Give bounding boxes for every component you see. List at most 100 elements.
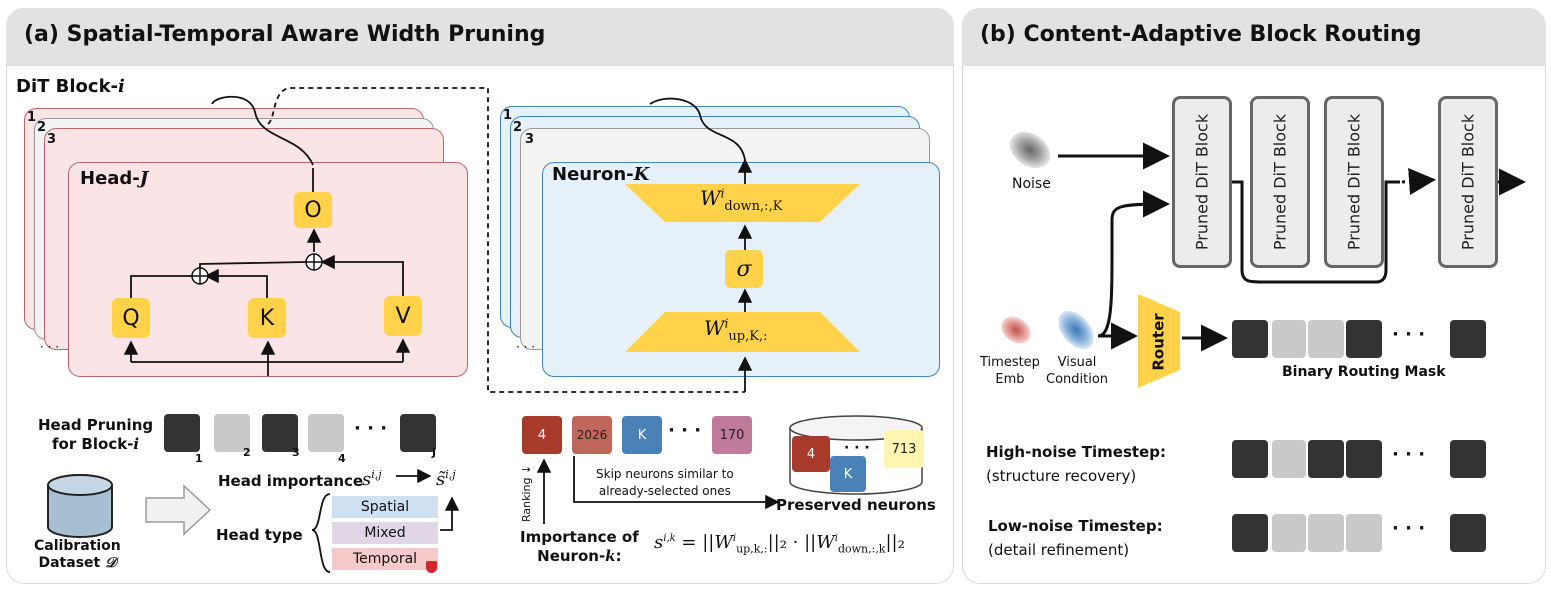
w-down-trapezoid xyxy=(625,184,860,222)
head-number-3: 3 xyxy=(292,446,300,459)
low-noise-line1: Low-noise Timestep: xyxy=(988,517,1163,535)
dit-block-label: DiT Block-i xyxy=(16,76,125,97)
visual-condition-blob xyxy=(1058,310,1094,350)
noise-blob xyxy=(1009,131,1051,169)
routing-mask-cell-4 xyxy=(1346,320,1382,358)
neuron-stack-number-1: 1 xyxy=(503,108,513,123)
preserved-neuron-2-value: K xyxy=(843,466,853,482)
calibration-line2: Dataset 𝒟 xyxy=(34,555,121,572)
high-noise-line2: (structure recovery) xyxy=(986,467,1137,485)
stack-number-2: 2 xyxy=(37,120,47,135)
low-noise-cell-5 xyxy=(1450,514,1486,552)
neuron-stack-ellipsis: · · · xyxy=(516,340,536,354)
v-projection-box: V xyxy=(384,296,422,336)
pruned-dit-block-2: Pruned DiT Block xyxy=(1250,96,1310,268)
calibration-symbol: 𝒟 xyxy=(105,555,117,571)
formula-end: ||₂ xyxy=(885,532,905,553)
panel-b-title: (b) Content-Adaptive Block Routing xyxy=(980,22,1422,47)
low-noise-cell-3 xyxy=(1308,514,1344,552)
temporal-shield-icon xyxy=(426,561,437,573)
high-noise-cell-5 xyxy=(1450,440,1486,478)
routing-mask-cell-1 xyxy=(1232,320,1268,358)
high-noise-cell-1 xyxy=(1232,440,1268,478)
head-importance-tilde-symbol: s̃i,j xyxy=(436,468,456,490)
skip-neurons-note: Skip neurons similar to already-selected… xyxy=(596,466,734,500)
head-pruning-index: i xyxy=(133,435,140,453)
panel-b-header: (b) Content-Adaptive Block Routing xyxy=(962,8,1546,66)
neuron-stack-number-2: 2 xyxy=(513,120,523,135)
formula-w1: W xyxy=(714,532,733,553)
head-importance-label: Head importance xyxy=(218,472,364,490)
w-up-trapezoid xyxy=(625,312,860,352)
pruned-dit-block-3: Pruned DiT Block xyxy=(1324,96,1384,268)
sigma-box: σ xyxy=(725,250,763,288)
q-projection-box: Q xyxy=(112,298,150,338)
formula-w2-sup: i xyxy=(834,533,838,544)
neuron-stack-number-3: 3 xyxy=(525,132,535,147)
formula-w2-sub: down,:,k xyxy=(837,542,886,556)
noise-label: Noise xyxy=(1012,176,1051,192)
high-noise-cell-4 xyxy=(1346,440,1382,478)
panel-a-header: (a) Spatial-Temporal Aware Width Pruning xyxy=(6,8,954,66)
w-down-sup: i xyxy=(720,186,725,201)
formula-eq: = || xyxy=(681,532,715,553)
timestep-line1: Timestep xyxy=(980,355,1040,370)
head-label-index: J xyxy=(139,168,149,189)
head-mask-cell-4 xyxy=(308,414,344,452)
low-noise-line2: (detail refinement) xyxy=(988,541,1130,559)
head-number-4: 4 xyxy=(338,452,346,465)
head-mask-ellipsis: · · · xyxy=(354,418,388,439)
head-pruning-line2: for Block-i xyxy=(38,435,153,454)
dit-block-index: i xyxy=(118,76,125,97)
w-up-sup: i xyxy=(724,316,729,331)
w-up-main: W xyxy=(704,316,725,340)
preserved-neuron-1: 4 xyxy=(792,436,830,472)
visual-condition-label: Visual Condition xyxy=(1046,354,1108,388)
importance-line2-text: Neuron- xyxy=(537,547,606,565)
calibration-line2-text: Dataset xyxy=(38,555,101,571)
low-noise-label: Low-noise Timestep: (detail refinement) xyxy=(988,514,1163,562)
neuron-rank-2: 2026 xyxy=(572,416,612,454)
calibration-line1: Calibration xyxy=(34,538,121,554)
head-label-text: Head- xyxy=(80,168,140,189)
timestep-blob xyxy=(1001,316,1031,344)
preserved-neuron-3: 713 xyxy=(884,430,924,468)
preserved-ellipsis: · · · xyxy=(844,440,870,456)
low-noise-cell-2 xyxy=(1272,514,1306,552)
head-mask-cell-1 xyxy=(164,414,200,452)
head-number-1: 1 xyxy=(195,452,203,465)
formula-w1-sub: up,k,: xyxy=(736,542,768,556)
importance-line1: Importance of xyxy=(520,528,639,546)
high-noise-ellipsis: · · · xyxy=(1392,444,1426,465)
neuron-rank-1-value: 4 xyxy=(537,427,547,443)
preserved-neurons-label: Preserved neurons xyxy=(776,496,936,514)
neuron-label-index: K xyxy=(633,164,650,185)
head-importance-s-sup: i,j xyxy=(371,468,382,481)
pruned-dit-block-1: Pruned DiT Block xyxy=(1172,96,1232,268)
neuron-rank-3-value: K xyxy=(637,427,647,443)
head-importance-symbol: si,j xyxy=(362,468,382,490)
head-number-j: J xyxy=(432,446,437,459)
head-pruning-line2-text: for Block- xyxy=(51,435,134,453)
neuron-rank-2-value: 2026 xyxy=(576,428,608,442)
head-pruning-label: Head Pruning for Block-i xyxy=(38,416,153,454)
stack-number-3: 3 xyxy=(47,132,57,147)
routing-mask-cell-3 xyxy=(1308,320,1344,358)
head-importance-tilde: s̃ xyxy=(436,469,446,490)
w-down-sub: down,:,K xyxy=(724,199,783,214)
head-type-spatial: Spatial xyxy=(332,496,438,518)
head-mask-cell-j xyxy=(400,414,436,452)
head-type-mixed: Mixed xyxy=(332,522,438,544)
o-projection-box: O xyxy=(294,192,332,228)
visual-line1: Visual xyxy=(1057,355,1097,370)
neuron-rank-4: 170 xyxy=(712,416,752,454)
skip-line2: already-selected ones xyxy=(598,484,731,498)
importance-line2: Neuron-k: xyxy=(537,547,622,565)
low-noise-ellipsis: · · · xyxy=(1392,518,1426,539)
low-noise-cell-1 xyxy=(1232,514,1268,552)
timestep-label: Timestep Emb xyxy=(980,354,1040,388)
